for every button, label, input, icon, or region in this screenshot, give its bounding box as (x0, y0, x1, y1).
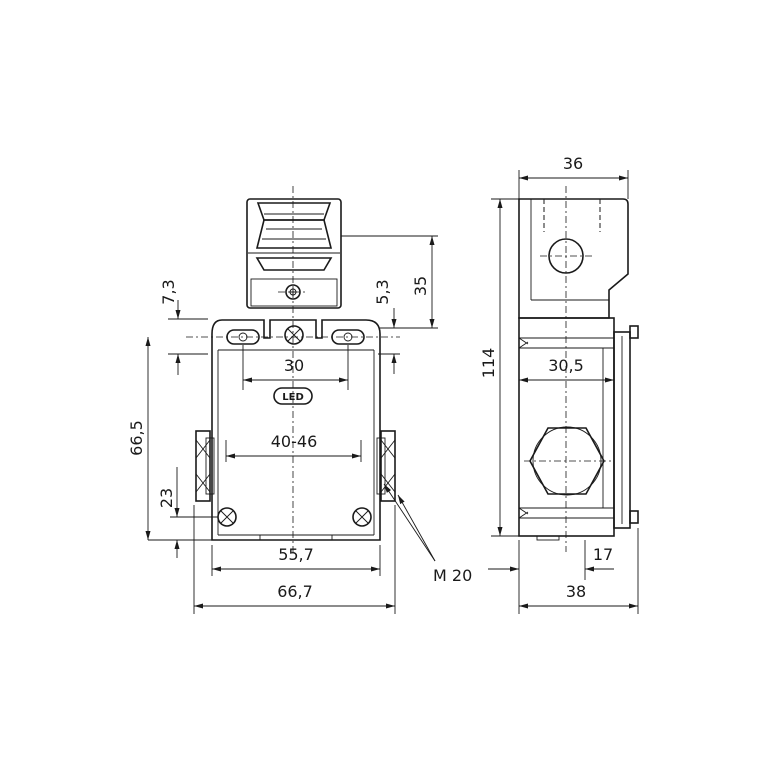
front-dimensions: 7,3 5,3 35 30 40-46 66,5 23 55,7 (127, 236, 472, 609)
thread-m20-label: M 20 (433, 566, 472, 585)
dim-36-label: 36 (563, 154, 583, 173)
cover-screw-right-icon (352, 507, 372, 527)
dim-5-3-label: 5,3 (373, 279, 392, 304)
dim-23-label: 23 (157, 488, 176, 508)
cable-gland-left (195, 430, 215, 502)
side-dimensions: 36 114 30,5 17 38 (479, 154, 638, 609)
dim-30-5-label: 30,5 (548, 356, 584, 375)
side-screw-top-icon (629, 325, 639, 339)
front-view: LED (127, 186, 472, 614)
dim-35-label: 35 (411, 276, 430, 296)
dim-30-label: 30 (284, 356, 304, 375)
dim-17-label: 17 (593, 545, 613, 564)
dim-55-7-label: 55,7 (278, 545, 314, 564)
dim-66-5-label: 66,5 (127, 420, 146, 456)
dim-114-label: 114 (479, 348, 498, 379)
side-housing (518, 317, 639, 541)
dim-7-3-label: 7,3 (159, 279, 178, 304)
side-actuator-head (518, 198, 629, 319)
center-screw-icon (284, 325, 304, 345)
side-view: 36 114 30,5 17 38 (479, 154, 639, 614)
side-screw-bottom-icon (629, 510, 639, 524)
dim-66-7-label: 66,7 (277, 582, 313, 601)
dim-40-46-label: 40-46 (271, 432, 318, 451)
cable-gland-right (376, 430, 396, 502)
dim-38-label: 38 (566, 582, 586, 601)
switch-housing: LED (211, 319, 381, 541)
